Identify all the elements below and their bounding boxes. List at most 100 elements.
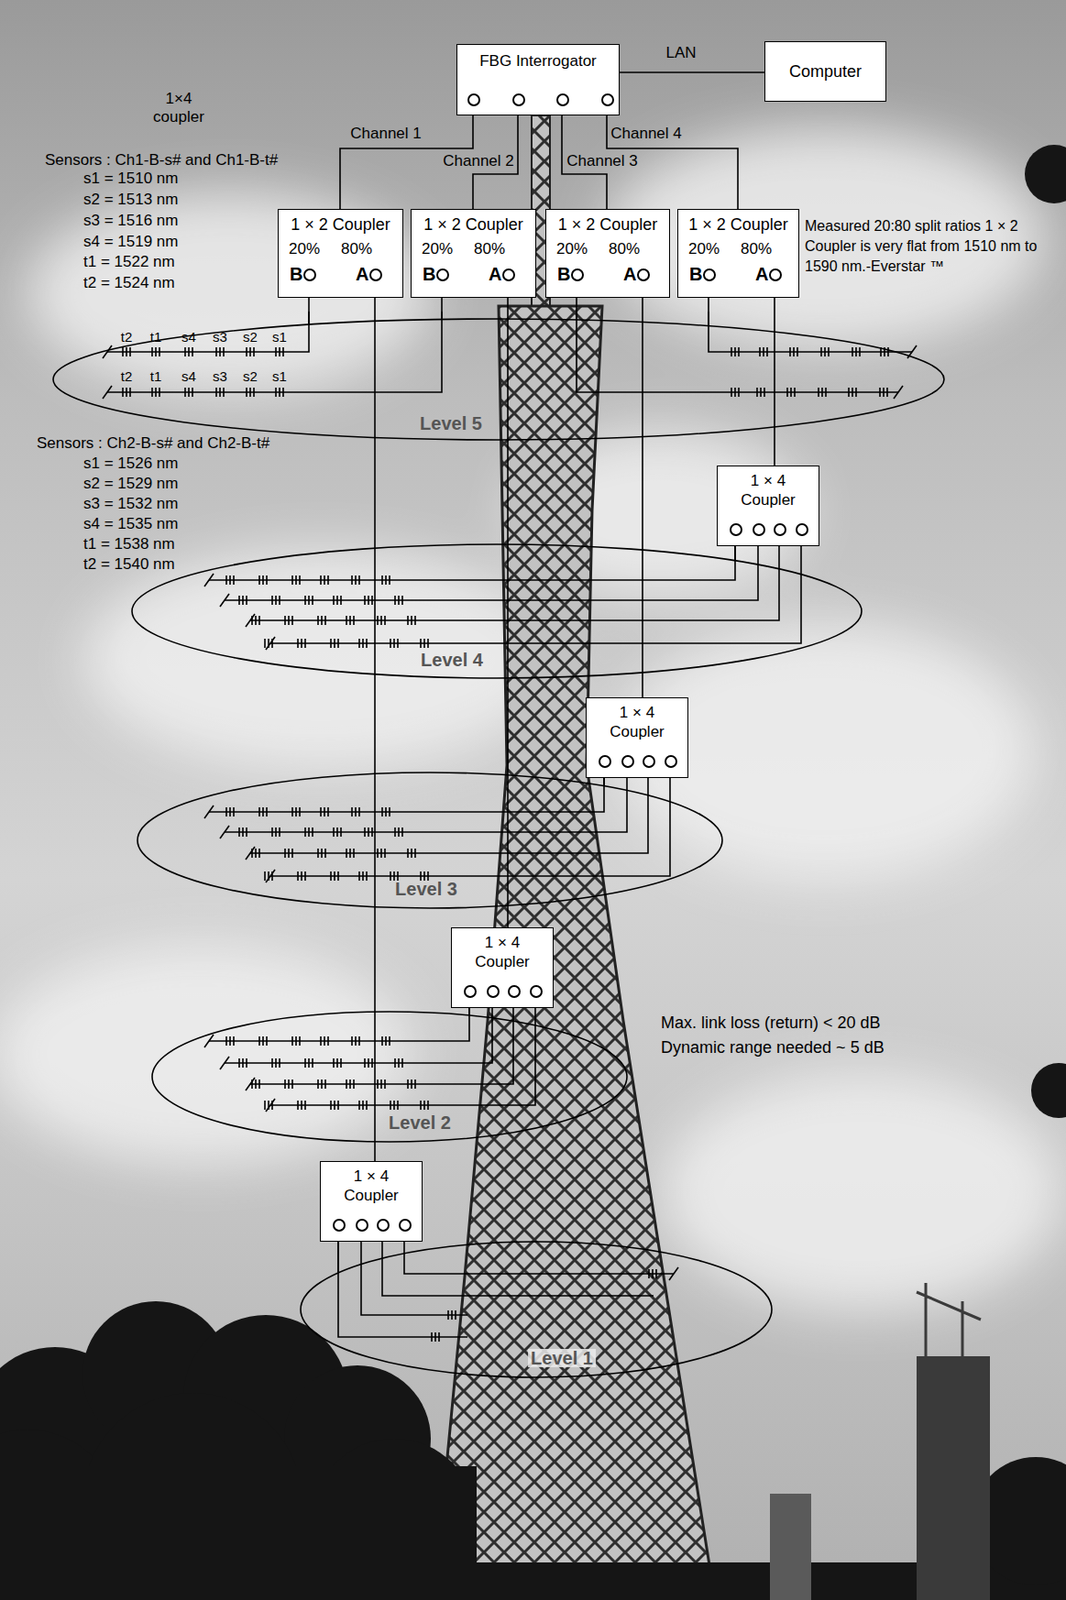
fbg-grating	[285, 615, 293, 626]
port-circle	[376, 1219, 390, 1232]
fbg-grating	[395, 827, 403, 837]
coupler-box: 1 × 2 Coupler20%80%BA	[277, 208, 404, 298]
fbg-grating	[407, 615, 416, 626]
fbg-grating	[333, 827, 341, 837]
fiber-end	[245, 846, 255, 860]
fbg-grating	[330, 638, 339, 649]
fbg-grating	[731, 347, 739, 357]
fiber-line	[270, 1008, 536, 1106]
fbg-grating	[359, 871, 367, 881]
note-text: Sensors : Ch2-B-s# and Ch2-B-t#	[36, 434, 270, 453]
port-circle	[773, 523, 787, 537]
sensor-tag: s4	[181, 367, 197, 386]
fiber-connector	[619, 71, 765, 74]
fbg-grating	[377, 615, 385, 626]
port-circle	[703, 268, 716, 282]
port-circle	[436, 268, 450, 282]
coupler-box: 1 × 2 Coupler20%80%BA	[545, 208, 671, 298]
sensor-tag: s1	[272, 328, 287, 347]
port-name: A	[755, 264, 769, 284]
fbg-grating	[264, 871, 273, 881]
fbg-grating	[852, 347, 860, 357]
sensor-tag: t2	[120, 367, 133, 386]
fiber-connector	[575, 297, 578, 319]
port-name: A	[355, 264, 369, 284]
fiber-end	[245, 614, 255, 627]
fbg-grating	[346, 1079, 354, 1089]
fiber-end	[219, 593, 230, 607]
fbg-grating	[239, 1058, 247, 1068]
coupler-box: 1 × 2 Coupler20%80%BA	[410, 208, 537, 298]
fbg-grating	[431, 1332, 440, 1342]
coupler-title: 1 × 4 Coupler	[334, 1166, 408, 1206]
fbg-grating	[395, 595, 403, 605]
note-text: s3 = 1532 nm	[83, 494, 179, 514]
box-label: FBG Interrogator	[479, 52, 597, 71]
note-text: s4 = 1519 nm	[83, 232, 179, 252]
port-name: A	[623, 264, 637, 284]
note-text: t2 = 1540 nm	[83, 555, 176, 574]
note-text: s4 = 1535 nm	[83, 515, 179, 534]
fiber-end	[265, 869, 275, 883]
port-circle	[642, 755, 656, 769]
fbg-grating	[351, 1036, 360, 1046]
fbg-grating	[333, 595, 341, 605]
fiber-connector	[337, 1241, 340, 1273]
port-name: B	[557, 264, 571, 284]
fbg-grating	[382, 807, 390, 817]
building	[916, 1356, 990, 1600]
note-text: s2 = 1513 nm	[83, 190, 179, 209]
fiber-line	[224, 1008, 493, 1064]
fbg-grating	[264, 638, 273, 649]
fbg-grating	[346, 848, 354, 858]
level-region: Level 3	[136, 771, 724, 910]
fiber-end	[204, 573, 214, 587]
fbg-grating	[246, 347, 254, 357]
edge-label: Channel 1	[350, 124, 422, 143]
fbg-grating	[359, 638, 367, 649]
fbg-grating	[407, 848, 416, 858]
fbg-grating	[390, 638, 398, 649]
fbg-grating	[787, 387, 795, 397]
fbg-grating	[152, 347, 160, 357]
fbg-grating	[285, 1079, 293, 1089]
fbg-grating	[821, 347, 829, 357]
split-ratio: 80%	[340, 240, 373, 259]
coupler-title: 1 × 2 Coupler	[423, 215, 524, 234]
fiber-end	[219, 1056, 230, 1070]
split-ratio: 20%	[288, 240, 320, 259]
port-circle	[355, 1219, 369, 1232]
port-circle	[664, 755, 678, 769]
fbg-grating	[297, 1100, 306, 1110]
fiber-line	[224, 778, 627, 833]
split-ratio: 20%	[556, 240, 588, 259]
level-label: Level 4	[420, 650, 484, 670]
fbg-grating	[420, 1100, 429, 1110]
fiber-line	[107, 311, 442, 393]
sensor-tag: s3	[212, 328, 228, 347]
sensor-tag: s4	[181, 328, 197, 347]
sensor-tag: s3	[212, 367, 228, 386]
fbg-grating	[382, 1036, 390, 1046]
fbg-grating	[407, 1079, 416, 1089]
fbg-grating	[275, 387, 284, 397]
port-circle	[398, 1219, 412, 1232]
sensor-tag: t1	[150, 328, 163, 347]
fiber-connector	[773, 297, 776, 466]
edge-label: Channel 3	[566, 152, 638, 171]
fbg-grating	[848, 387, 857, 397]
fiber-line	[576, 311, 899, 393]
fbg-grating	[185, 347, 193, 357]
fbg-grating	[259, 807, 267, 817]
fbg-grating	[448, 1310, 456, 1320]
edge-label: Channel 2	[442, 152, 515, 171]
port-circle	[467, 93, 481, 107]
fbg-grating	[420, 638, 429, 649]
port-name: B	[289, 264, 303, 284]
fbg-grating	[297, 871, 306, 881]
split-ratio: 80%	[473, 240, 506, 259]
coupler-box: 1 × 4 Coupler	[319, 1161, 423, 1242]
fbg-grating	[272, 595, 280, 605]
fiber-line	[107, 311, 309, 352]
fbg-grating	[246, 387, 254, 397]
